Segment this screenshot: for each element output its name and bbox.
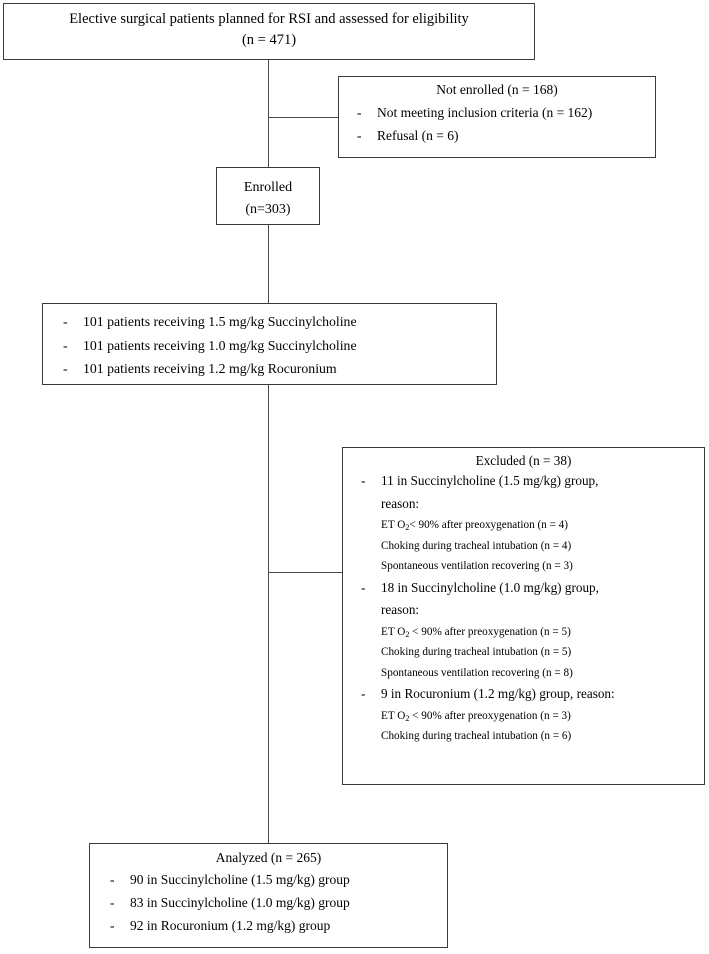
box-analyzed: Analyzed (n = 265) - 90 in Succinylcholi… bbox=[89, 843, 448, 948]
bullet-marker: - bbox=[361, 579, 366, 595]
enrolled-label: Enrolled bbox=[243, 180, 293, 195]
analyzed-item-label: 92 in Rocuronium (1.2 mg/kg) group bbox=[130, 918, 331, 934]
box-eligibility: Elective surgical patients planned for R… bbox=[3, 3, 535, 60]
excluded-reason: Spontaneous ventilation recovering (n = … bbox=[381, 666, 573, 679]
excluded-group-label: 11 in Succinylcholine (1.5 mg/kg) group, bbox=[381, 473, 599, 488]
excluded-reason: ET O2< 90% after preoxygenation (n = 4) bbox=[351, 515, 696, 535]
excluded-reason: ET O2 < 90% after preoxygenation (n = 5) bbox=[351, 622, 696, 642]
box-excluded: Excluded (n = 38) - 11 in Succinylcholin… bbox=[342, 447, 705, 785]
excluded-header: Excluded (n = 38) bbox=[475, 453, 572, 468]
bullet-marker: - bbox=[357, 128, 362, 144]
connector-to-not-enrolled bbox=[268, 117, 338, 118]
excluded-reason: Choking during tracheal intubation (n = … bbox=[381, 539, 572, 552]
excluded-reason-post: < 90% after preoxygenation (n = 3) bbox=[409, 709, 571, 722]
analyzed-item: - 83 in Succinylcholine (1.0 mg/kg) grou… bbox=[100, 891, 437, 914]
connector-eligibility-to-enrolled bbox=[268, 60, 269, 167]
allocation-item: - 101 patients receiving 1.2 mg/kg Rocur… bbox=[53, 357, 486, 381]
excluded-reason-pre: ET O bbox=[381, 709, 406, 722]
bullet-marker: - bbox=[63, 314, 68, 329]
excluded-reason-sub: 2 bbox=[405, 629, 410, 639]
eligibility-line-1: Elective surgical patients planned for R… bbox=[69, 11, 469, 27]
bullet-marker: - bbox=[63, 337, 68, 353]
analyzed-item: - 92 in Rocuronium (1.2 mg/kg) group bbox=[100, 914, 437, 937]
box-enrolled: Enrolled (n=303) bbox=[216, 167, 320, 225]
excluded-reason-pre: ET O bbox=[381, 519, 406, 532]
excluded-reason-sub: 2 bbox=[405, 523, 410, 533]
eligibility-count: (n = 471) bbox=[241, 32, 297, 48]
excluded-group-reason-word: reason: bbox=[381, 495, 420, 511]
excluded-reason-sub: 2 bbox=[405, 713, 410, 723]
not-enrolled-item: - Not meeting inclusion criteria (n = 16… bbox=[347, 101, 647, 124]
analyzed-header: Analyzed (n = 265) bbox=[215, 850, 322, 865]
excluded-reason-pre: ET O bbox=[381, 626, 406, 638]
excluded-reason: Spontaneous ventilation recovering (n = … bbox=[381, 560, 573, 573]
excluded-group-label: 18 in Succinylcholine (1.0 mg/kg) group, bbox=[381, 579, 599, 595]
not-enrolled-header: Not enrolled (n = 168) bbox=[436, 82, 558, 97]
excluded-reason: ET O2 < 90% after preoxygenation (n = 3) bbox=[351, 706, 696, 726]
excluded-group-main: - 11 in Succinylcholine (1.5 mg/kg) grou… bbox=[351, 470, 696, 493]
excluded-group-main: - 18 in Succinylcholine (1.0 mg/kg) grou… bbox=[351, 577, 696, 600]
box-not-enrolled: Not enrolled (n = 168) - Not meeting inc… bbox=[338, 76, 656, 158]
excluded-reason: Choking during tracheal intubation (n = … bbox=[381, 646, 572, 659]
connector-allocation-to-analyzed bbox=[268, 385, 269, 843]
bullet-marker: - bbox=[357, 105, 362, 120]
not-enrolled-item: - Refusal (n = 6) bbox=[347, 124, 647, 147]
bullet-marker: - bbox=[361, 686, 366, 702]
excluded-reason-post: < 90% after preoxygenation (n = 4) bbox=[409, 519, 568, 532]
allocation-item-label: 101 patients receiving 1.5 mg/kg Succiny… bbox=[83, 314, 357, 329]
excluded-group-main: - 9 in Rocuronium (1.2 mg/kg) group, rea… bbox=[351, 683, 696, 706]
excluded-reason: Choking during tracheal intubation (n = … bbox=[381, 730, 572, 743]
excluded-group-label: 9 in Rocuronium (1.2 mg/kg) group, reaso… bbox=[381, 686, 615, 702]
bullet-marker: - bbox=[361, 473, 366, 488]
bullet-marker: - bbox=[110, 918, 115, 934]
excluded-group-reason-word: reason: bbox=[381, 602, 420, 618]
analyzed-item: - 90 in Succinylcholine (1.5 mg/kg) grou… bbox=[100, 868, 437, 891]
connector-to-excluded bbox=[268, 572, 342, 573]
bullet-marker: - bbox=[110, 872, 115, 887]
enrolled-count: (n=303) bbox=[245, 202, 291, 218]
not-enrolled-item-label: Refusal (n = 6) bbox=[377, 128, 459, 144]
not-enrolled-item-label: Not meeting inclusion criteria (n = 162) bbox=[377, 105, 593, 120]
excluded-reason-post: < 90% after preoxygenation (n = 5) bbox=[409, 626, 571, 638]
analyzed-item-label: 90 in Succinylcholine (1.5 mg/kg) group bbox=[130, 872, 350, 887]
bullet-marker: - bbox=[110, 895, 115, 911]
allocation-item-label: 101 patients receiving 1.0 mg/kg Succiny… bbox=[83, 337, 357, 353]
analyzed-item-label: 83 in Succinylcholine (1.0 mg/kg) group bbox=[130, 895, 350, 911]
allocation-item: - 101 patients receiving 1.5 mg/kg Succi… bbox=[53, 310, 486, 334]
allocation-item-label: 101 patients receiving 1.2 mg/kg Rocuron… bbox=[83, 361, 337, 377]
bullet-marker: - bbox=[63, 361, 68, 377]
allocation-item: - 101 patients receiving 1.0 mg/kg Succi… bbox=[53, 334, 486, 358]
box-allocation: - 101 patients receiving 1.5 mg/kg Succi… bbox=[42, 303, 497, 385]
connector-enrolled-to-allocation bbox=[268, 225, 269, 303]
